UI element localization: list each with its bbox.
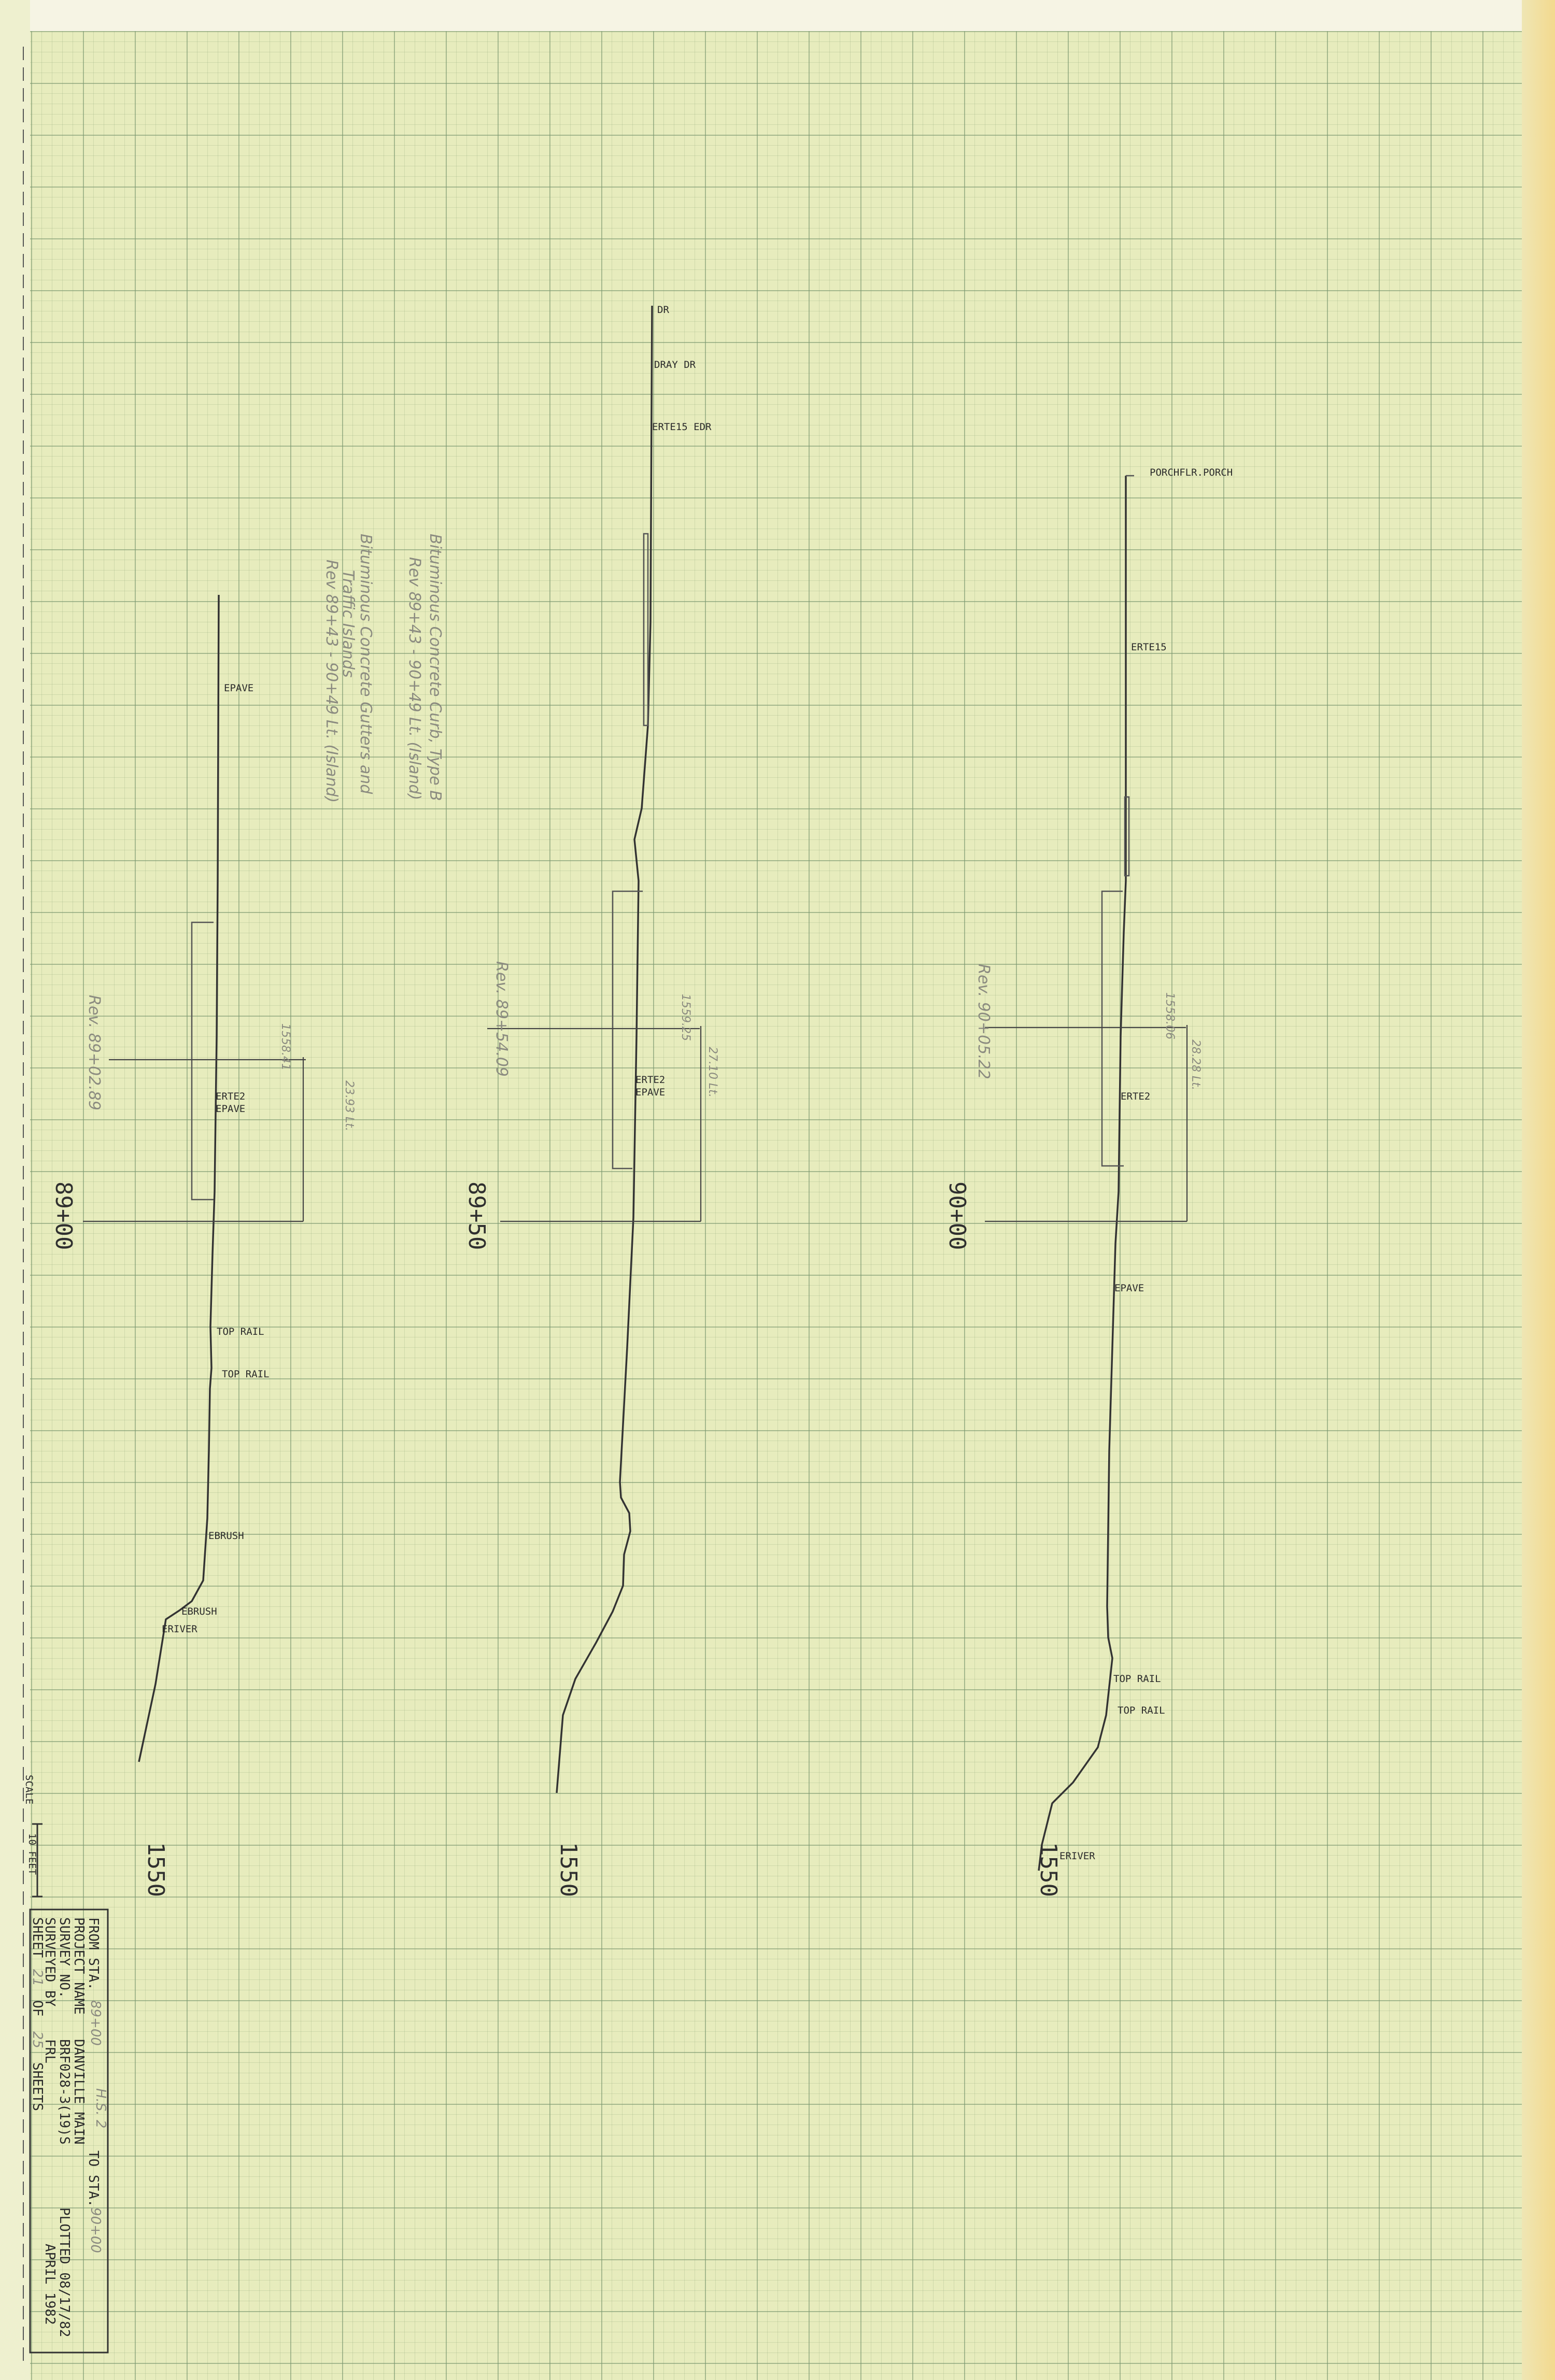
handwritten-offset: 23.93 Lt. (343, 1080, 356, 1131)
handwritten-offset: 27.10 Lt. (706, 1047, 719, 1098)
label-eriver: ERIVER (162, 1623, 197, 1635)
ground-profile-line (138, 594, 220, 1762)
tb-survey-value: BRF028-3(19)S (56, 2039, 72, 2145)
tb-from-label: FROM STA. (86, 1917, 101, 1990)
label-dray-dr: DRAY DR (654, 359, 696, 370)
tb-surveyed-label: SURVEYED BY (42, 1917, 58, 2007)
note-curb-line1: Bituminous Concrete Curb, Type B (426, 534, 444, 801)
tb-handnote: H.S. 2 (93, 2088, 108, 2128)
note-gutter-line3: Rev 89+43 - 90+49 Lt. (Island) (322, 560, 341, 803)
note-gutter-line2: Traffic Islands (339, 570, 357, 678)
handwritten-notes: Bituminous Concrete Curb, Type B Rev 89+… (322, 534, 444, 803)
tb-sheet-label: SHEET (30, 1917, 45, 1958)
label-ebrush: EBRUSH (208, 1530, 244, 1542)
tb-sheets-label: SHEETS (30, 2062, 45, 2111)
station-label-90-00: 90+00 (944, 1181, 970, 1250)
label-top-rail-2: TOP RAIL (222, 1369, 270, 1380)
building-wall-outline (1124, 796, 1130, 877)
label-erte2: ERTE2 (1121, 1091, 1150, 1102)
handwritten-elevation: 1558.06 (1163, 992, 1176, 1039)
handwritten-elevation: 1558.41 (279, 1023, 292, 1071)
building-wall-outline (643, 533, 649, 726)
handwritten-rev-station: Rev. 90+05.22 (974, 964, 993, 1079)
section-89-00: EPAVE ERTE2 EPAVE TOP RAIL TOP RAIL EBRU… (50, 594, 356, 1897)
label-epave-2: EPAVE (216, 1103, 245, 1115)
paper-top-margin (0, 0, 1555, 31)
tb-surveyed-date: APRIL 1982 (42, 2244, 58, 2325)
label-ebrush-2: EBRUSH (181, 1606, 217, 1617)
label-erte2: ERTE2 (216, 1091, 245, 1102)
ground-profile-line (556, 305, 653, 1793)
station-label-89-50: 89+50 (463, 1181, 490, 1250)
handwritten-offset: 28.28 Lt. (1189, 1039, 1202, 1090)
curb-offset-box (191, 921, 214, 1201)
label-eriver: ERIVER (1059, 1850, 1095, 1862)
tb-surveyed-value: FRL (42, 2039, 58, 2063)
label-top-rail: TOP RAIL (1113, 1673, 1161, 1685)
paper-right-edge (1522, 0, 1555, 2380)
station-label-89-00: 89+00 (50, 1181, 77, 1250)
title-block-border (29, 1908, 109, 2354)
tb-of-label: OF (30, 2000, 45, 2016)
label-epave: EPAVE (1114, 1282, 1144, 1294)
tb-to-value: 90+00 (88, 2207, 103, 2253)
tb-sheet-value: 21 (30, 1969, 45, 1986)
elevation-label-1550: 1550 (143, 1842, 169, 1897)
scale-label: SCALE (23, 1775, 35, 1804)
handwritten-elevation: 1559.25 (679, 994, 692, 1041)
elevation-label-1550: 1550 (1035, 1842, 1062, 1897)
title-block: FROM STA. 89+00 TO STA. 90+00 H.S. 2 PRO… (29, 1908, 109, 2354)
label-dr: DR (657, 304, 669, 316)
note-gutter-line1: Bituminous Concrete Gutters and (357, 534, 375, 794)
section-89-50: DR DRAY DR ERTE15 EDR ERTE2 EPAVE 89+50 … (463, 304, 719, 1897)
tb-to-label: TO STA. (86, 2150, 101, 2207)
label-top-rail: TOP RAIL (217, 1326, 264, 1337)
elevation-label-1550: 1550 (555, 1842, 582, 1897)
handwritten-rev-station: Rev. 89+02.89 (85, 995, 103, 1110)
label-epave: EPAVE (635, 1087, 665, 1098)
scale-bar: SCALE 10 FEET (23, 1775, 43, 1898)
section-90-00: PORCHFLR.PORCH ERTE15 ERTE2 EPAVE TOP RA… (944, 467, 1233, 1897)
label-epave: EPAVE (224, 682, 253, 694)
tb-of-value: 25 (30, 2031, 45, 2048)
label-porchflr-porch: PORCHFLR.PORCH (1150, 467, 1233, 478)
paper-left-margin (0, 0, 30, 2380)
label-erte15-edr: ERTE15 EDR (652, 421, 712, 433)
tb-project-label: PROJECT NAME (71, 1917, 87, 2015)
label-erte15: ERTE15 (1131, 642, 1167, 653)
label-top-rail-2: TOP RAIL (1118, 1705, 1165, 1716)
tb-project-value: DANVILLE MAIN (71, 2039, 87, 2145)
handwritten-rev-station: Rev. 89+54.09 (492, 961, 511, 1077)
tb-from-value: 89+00 (88, 2000, 103, 2046)
tb-plotted: PLOTTED 08/17/82 (56, 2207, 72, 2337)
ground-profile-line (1038, 476, 1127, 1871)
scale-value: 10 FEET (26, 1833, 38, 1875)
note-curb-line2: Rev 89+43 - 90+49 Lt. (Island) (405, 557, 423, 800)
tb-survey-label: SURVEY NO. (56, 1917, 72, 1999)
curb-offset-box (1101, 890, 1124, 1167)
curb-offset-box (612, 890, 643, 1170)
label-erte2: ERTE2 (635, 1074, 665, 1086)
